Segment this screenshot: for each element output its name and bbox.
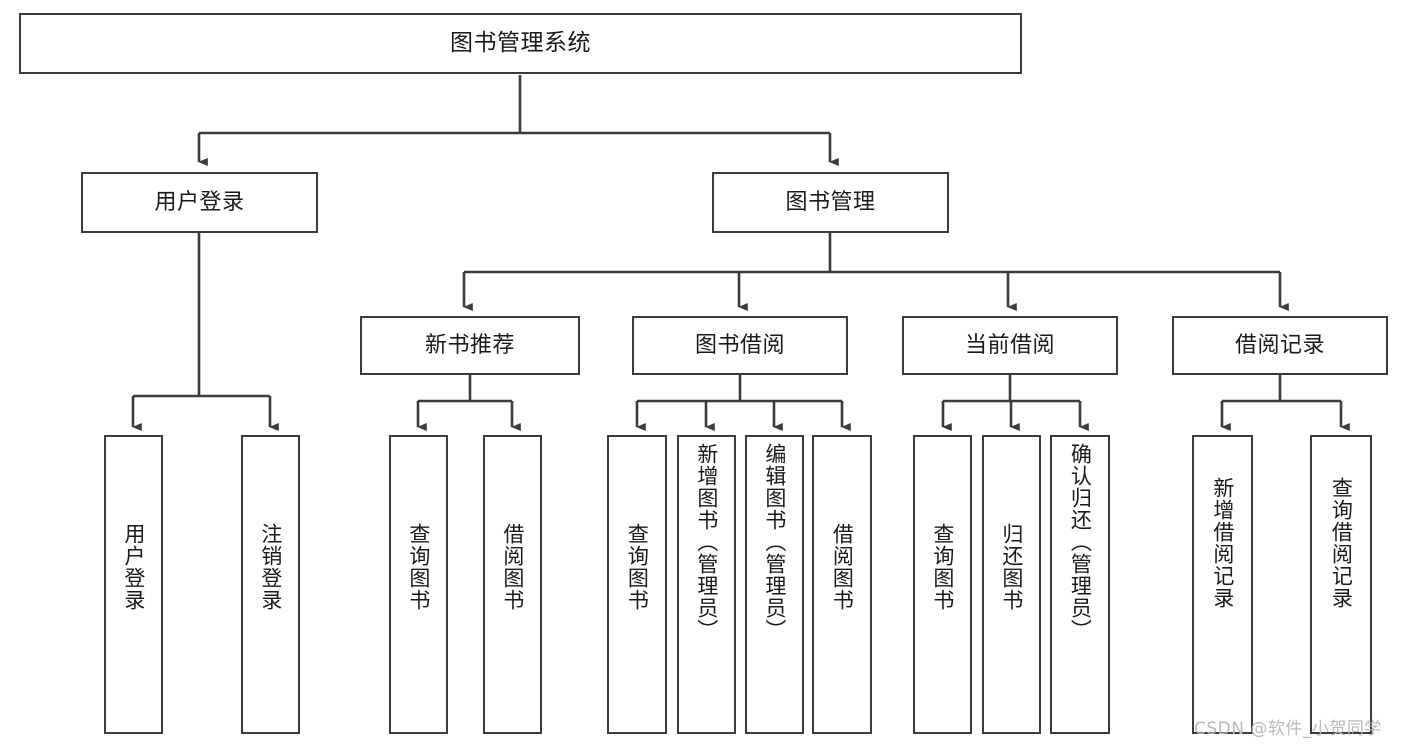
node-root[interactable]: 图书管理系统 xyxy=(19,13,1022,74)
leaf-nb-query-book-label: 查询图书 xyxy=(406,523,431,611)
node-book-borrow[interactable]: 图书借阅 xyxy=(632,316,848,375)
leaf-bb-add-book[interactable]: 新增图书（管理员） xyxy=(677,435,736,734)
node-user-login[interactable]: 用户登录 xyxy=(81,172,318,233)
node-new-book-recommend[interactable]: 新书推荐 xyxy=(360,316,580,375)
node-new-book-recommend-label: 新书推荐 xyxy=(424,332,515,358)
leaf-cb-confirm-return[interactable]: 确认归还（管理员） xyxy=(1050,435,1110,734)
leaf-bb-edit-book-label: 编辑图书（管理员） xyxy=(762,443,787,641)
leaf-logout[interactable]: 注销登录 xyxy=(241,435,300,734)
leaf-bb-add-book-label: 新增图书（管理员） xyxy=(694,443,719,641)
leaf-bb-borrow-book-label: 借阅图书 xyxy=(830,523,855,611)
leaf-cb-query-book-label: 查询图书 xyxy=(930,523,955,611)
node-borrow-record[interactable]: 借阅记录 xyxy=(1172,316,1388,375)
leaf-bb-edit-book[interactable]: 编辑图书（管理员） xyxy=(745,435,804,734)
leaf-nb-borrow-book[interactable]: 借阅图书 xyxy=(483,435,542,734)
leaf-user-login[interactable]: 用户登录 xyxy=(104,435,163,734)
leaf-bb-query-book-label: 查询图书 xyxy=(625,523,650,611)
node-current-borrow-label: 当前借阅 xyxy=(964,332,1055,358)
node-current-borrow[interactable]: 当前借阅 xyxy=(902,316,1118,375)
leaf-cb-confirm-return-label: 确认归还（管理员） xyxy=(1068,443,1093,641)
leaf-user-login-label: 用户登录 xyxy=(121,523,146,611)
leaf-cb-query-book[interactable]: 查询图书 xyxy=(913,435,972,734)
leaf-nb-borrow-book-label: 借阅图书 xyxy=(500,523,525,611)
leaf-br-add-record[interactable]: 新增借阅记录 xyxy=(1192,435,1253,734)
node-borrow-record-label: 借阅记录 xyxy=(1234,332,1325,358)
leaf-nb-query-book[interactable]: 查询图书 xyxy=(389,435,448,734)
csdn-watermark: CSDN @软件_小贺同学 xyxy=(1194,719,1382,739)
leaf-cb-return-book[interactable]: 归还图书 xyxy=(982,435,1041,734)
leaf-bb-query-book[interactable]: 查询图书 xyxy=(607,435,667,734)
node-user-login-label: 用户登录 xyxy=(154,189,245,215)
leaf-br-query-record-label: 查询借阅记录 xyxy=(1329,477,1354,609)
node-book-manage[interactable]: 图书管理 xyxy=(712,172,949,233)
node-book-borrow-label: 图书借阅 xyxy=(694,332,785,358)
node-book-manage-label: 图书管理 xyxy=(785,189,876,215)
leaf-logout-label: 注销登录 xyxy=(258,523,283,611)
leaf-cb-return-book-label: 归还图书 xyxy=(999,523,1024,611)
leaf-br-add-record-label: 新增借阅记录 xyxy=(1210,477,1235,609)
leaf-bb-borrow-book[interactable]: 借阅图书 xyxy=(812,435,872,734)
leaf-br-query-record[interactable]: 查询借阅记录 xyxy=(1310,435,1372,734)
node-root-label: 图书管理系统 xyxy=(450,30,591,57)
